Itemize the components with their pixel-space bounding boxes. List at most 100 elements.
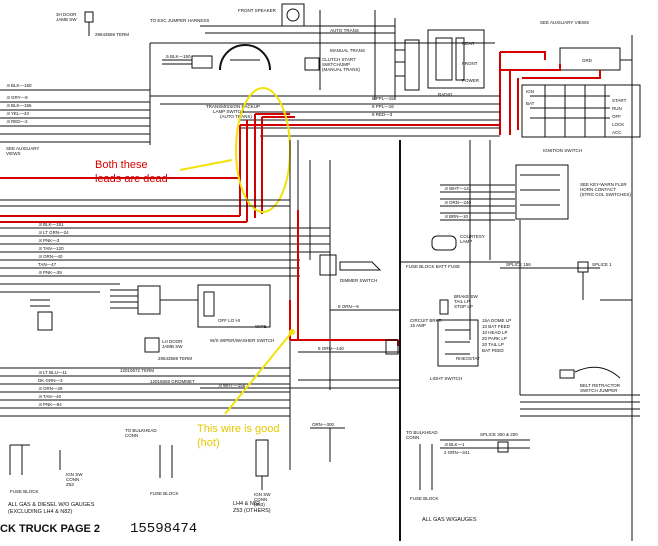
connector-top-left: .5 BLK—150 bbox=[162, 54, 213, 69]
see-aux-views-top: SEE AUXILIARY VIEWS bbox=[540, 20, 589, 25]
svg-text:IGNITION SWITCH: IGNITION SWITCH bbox=[543, 148, 582, 153]
auto-trans-label: AUTO TRANS bbox=[330, 28, 359, 33]
hot-wire-pointer bbox=[224, 331, 293, 415]
svg-text:.8 BLK—151: .8 BLK—151 bbox=[38, 222, 64, 227]
svg-text:.8 BLK—1: .8 BLK—1 bbox=[444, 442, 465, 447]
ignition-switch: IGN BAT START RUN OFF LOCK ACC IGNITION … bbox=[521, 84, 641, 153]
svg-text:29643569 TERM: 29643569 TERM bbox=[95, 32, 129, 37]
svg-text:(STRG COL SWITCHES): (STRG COL SWITCHES) bbox=[580, 192, 631, 197]
svg-text:GRD: GRD bbox=[582, 58, 593, 63]
svg-text:COURTESY: COURTESY bbox=[460, 234, 485, 239]
svg-text:TAN—47: TAN—47 bbox=[38, 262, 57, 267]
svg-text:LIGHT SWITCH: LIGHT SWITCH bbox=[430, 376, 462, 381]
svg-text:FRONT: FRONT bbox=[462, 61, 478, 66]
lh-door-jamb-switch: LH DOOR JAMB SW 29643569 TERM 12010672 T… bbox=[120, 337, 195, 384]
dead-leads-pointer bbox=[179, 159, 233, 171]
svg-text:RHEOSTAT: RHEOSTAT bbox=[456, 356, 480, 361]
gauges-left-2: (EXCLUDING LH4 & N82) bbox=[8, 509, 72, 515]
svg-text:TO BULKHEAD: TO BULKHEAD bbox=[125, 428, 157, 433]
svg-text:.8 BRN—10: .8 BRN—10 bbox=[444, 214, 469, 219]
belt-retractor-switch: BELT RETRACTOR SWITCH JUMPER bbox=[559, 366, 621, 393]
wiper-connector bbox=[110, 285, 198, 315]
all-gas-gauges: ALL GAS W/GAUGES bbox=[422, 517, 477, 523]
svg-text:LAMP SWITCH: LAMP SWITCH bbox=[213, 109, 244, 114]
svg-text:CLUTCH START: CLUTCH START bbox=[322, 57, 356, 62]
svg-text:DK GRN—3: DK GRN—3 bbox=[38, 378, 63, 383]
svg-text:WIPE: WIPE bbox=[255, 324, 267, 329]
svg-text:SEE KEY-WARN FLSR: SEE KEY-WARN FLSR bbox=[580, 182, 627, 187]
svg-text:SWITCH/JMP: SWITCH/JMP bbox=[322, 62, 350, 67]
transmission-backup-switch: TRANSMISSION BACKUP LAMP SWITCH (AUTO TR… bbox=[206, 44, 271, 119]
svg-text:ACC: ACC bbox=[612, 130, 622, 135]
svg-text:.8 RED—2: .8 RED—2 bbox=[6, 119, 28, 124]
svg-text:.8 TAN—120: .8 TAN—120 bbox=[38, 246, 64, 251]
svg-text:FUSE BLOCK: FUSE BLOCK bbox=[10, 489, 39, 494]
ign-sw-conn-mid: IGN SW CONN (Z53) bbox=[254, 439, 271, 507]
fuse-block-right: TO BULKHEAD CONN FUSE BLOCK SPLICE 300 &… bbox=[406, 430, 530, 501]
svg-text:2 ORN—341: 2 ORN—341 bbox=[444, 450, 470, 455]
radio-connector-left bbox=[395, 39, 420, 91]
svg-text:.8 PNK—94: .8 PNK—94 bbox=[38, 402, 62, 407]
svg-text:CONN: CONN bbox=[125, 433, 138, 438]
courtesy-lamp: COURTESY LAMP bbox=[431, 234, 485, 251]
svg-text:CONN: CONN bbox=[66, 477, 79, 482]
key-warn-switch: SEE KEY-WARN FLSR HORN CONTACT (STRG COL… bbox=[515, 164, 631, 220]
svg-text:IGN SW: IGN SW bbox=[66, 472, 83, 477]
left-small-switch bbox=[30, 299, 53, 331]
svg-text:CONN: CONN bbox=[406, 435, 419, 440]
ignition-connector: GRD bbox=[559, 35, 633, 170]
dimmer-switch: DIMMER SWITCH bbox=[319, 254, 382, 283]
svg-text:15 AMP: 15 AMP bbox=[410, 323, 426, 328]
svg-text:.8 LT GRN—24: .8 LT GRN—24 bbox=[38, 230, 69, 235]
wiper-washer-switch: OFF LO HI WIPE W/S WIPER/WASHER SWITCH bbox=[197, 284, 274, 343]
right-mid-wires: .8 WHT—141 .8 ORN—240 .8 BRN—10 bbox=[440, 184, 515, 221]
svg-text:LOCK: LOCK bbox=[612, 122, 624, 127]
svg-text:(MANUAL TRANS): (MANUAL TRANS) bbox=[322, 67, 361, 72]
svg-text:20 TAIL LP: 20 TAIL LP bbox=[482, 342, 504, 347]
svg-text:.8 LT BLU—11: .8 LT BLU—11 bbox=[38, 370, 68, 375]
svg-text:.8 YEL—43: .8 YEL—43 bbox=[6, 111, 29, 116]
svg-text:.5 BLK—150: .5 BLK—150 bbox=[165, 54, 191, 59]
dead-leads-annotation-2: leads are dead bbox=[95, 173, 168, 185]
svg-text:SPLICE 300 & 200: SPLICE 300 & 200 bbox=[480, 432, 518, 437]
dead-leads-annotation-1: Both these bbox=[95, 159, 148, 171]
fuse-block-mid: TO BULKHEAD CONN FUSE BLOCK bbox=[125, 428, 179, 496]
svg-text:BRAKE SW: BRAKE SW bbox=[454, 294, 479, 299]
svg-text:LH DOOR: LH DOOR bbox=[162, 339, 183, 344]
svg-text:.8 ORN—240: .8 ORN—240 bbox=[444, 200, 472, 205]
svg-text:FUSE BLOCK: FUSE BLOCK bbox=[410, 496, 439, 501]
svg-text:.8 BLK—150: .8 BLK—150 bbox=[6, 83, 32, 88]
svg-text:OFF: OFF bbox=[612, 114, 621, 119]
svg-text:.8 PNK—3: .8 PNK—3 bbox=[38, 238, 60, 243]
svg-text:RUN: RUN bbox=[612, 106, 622, 111]
clutch-start-switch: CLUTCH START SWITCH/JMP (MANUAL TRANS) bbox=[304, 57, 361, 72]
svg-text:29643569 TERM: 29643569 TERM bbox=[158, 356, 192, 361]
wire-label-orn-9: 8 ORN—9 bbox=[338, 304, 359, 309]
svg-text:TO BULKHEAD: TO BULKHEAD bbox=[406, 430, 438, 435]
wire-label-ppl-16: 8 PPL—16 bbox=[372, 104, 394, 109]
svg-text:POWER: POWER bbox=[462, 78, 480, 83]
svg-text:12015658 GROMMET: 12015658 GROMMET bbox=[150, 379, 195, 384]
lh4-n82-2: Z53 (OTHERS) bbox=[233, 508, 271, 514]
svg-text:BAT FEED: BAT FEED bbox=[482, 348, 504, 353]
splice-1: SPLICE 1 bbox=[592, 262, 612, 267]
svg-text:START: START bbox=[612, 98, 627, 103]
lh4-n82-1: LH4 & N82 bbox=[233, 501, 260, 507]
esc-jumper-label: TO ESC JUMPER HARNESS bbox=[150, 18, 209, 23]
manual-trans-label: MANUAL TRANS bbox=[330, 48, 365, 53]
svg-text:.8 BLK—156: .8 BLK—156 bbox=[6, 103, 32, 108]
svg-text:FRONT SPEAKER: FRONT SPEAKER bbox=[238, 8, 277, 13]
svg-text:.8 GRY—9: .8 GRY—9 bbox=[6, 95, 28, 100]
svg-text:.8 ORN—28: .8 ORN—28 bbox=[38, 386, 63, 391]
part-number: 15598474 bbox=[130, 521, 197, 537]
left-wire-bundle: .8 BLK—150 .8 GRY—9 .8 BLK—156 .8 YEL—43… bbox=[0, 83, 151, 156]
svg-text:FUSE BLOCK: FUSE BLOCK bbox=[150, 491, 179, 496]
page-title: CK TRUCK PAGE 2 bbox=[0, 523, 100, 535]
bottom-left-wire-bundle: .8 LT BLU—11 DK GRN—3 .8 ORN—28 .8 TAN—4… bbox=[0, 367, 290, 417]
svg-text:DIMMER SWITCH: DIMMER SWITCH bbox=[340, 278, 377, 283]
svg-text:12010672 TERM: 12010672 TERM bbox=[120, 368, 154, 373]
svg-text:BAT: BAT bbox=[526, 101, 535, 106]
door-jamb-switch-top: 3H DOOR JAMB SW 29643569 TERM bbox=[56, 11, 129, 37]
